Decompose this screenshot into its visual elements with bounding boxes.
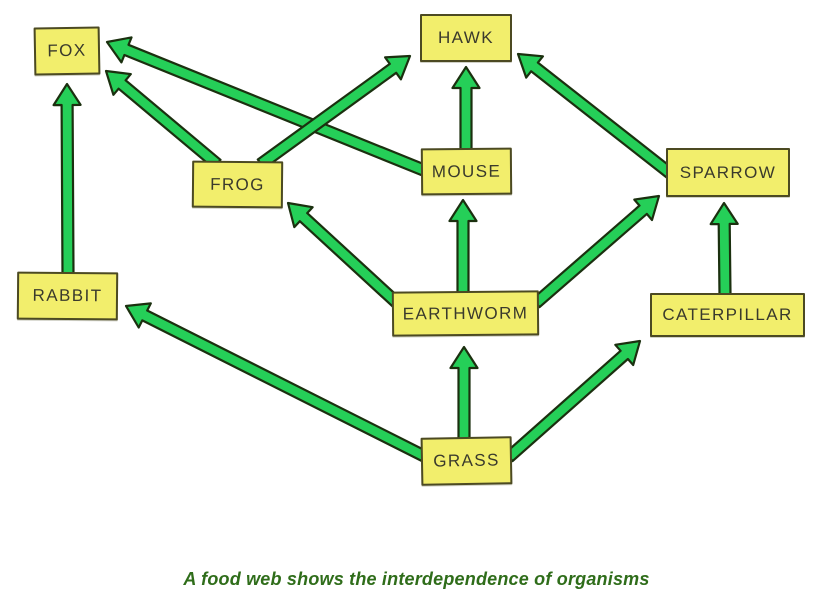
node-sparrow: SPARROW — [666, 148, 790, 197]
arrow-earthworm-to-sparrow — [531, 194, 661, 309]
arrow-grass-to-caterpillar — [504, 339, 642, 463]
node-label-fox: FOX — [47, 40, 87, 61]
node-rabbit: RABBIT — [16, 271, 119, 321]
node-label-mouse: MOUSE — [431, 161, 502, 181]
node-mouse: MOUSE — [420, 147, 513, 196]
node-label-frog: FROG — [210, 174, 265, 194]
node-label-caterpillar: CATERPILLAR — [662, 305, 793, 324]
arrow-earthworm-to-frog — [286, 201, 402, 309]
node-earthworm: EARTHWORM — [391, 290, 540, 337]
caption: A food web shows the interdependence of … — [183, 569, 650, 589]
arrow-frog-to-hawk — [256, 54, 412, 170]
arrow-mouse-to-hawk — [451, 65, 481, 152]
arrow-rabbit-to-fox — [52, 82, 82, 277]
node-grass: GRASS — [420, 436, 513, 486]
node-label-rabbit: RABBIT — [32, 285, 103, 306]
node-frog: FROG — [191, 160, 284, 209]
arrow-frog-to-fox — [104, 69, 222, 170]
arrow-grass-to-rabbit — [124, 302, 428, 462]
arrow-grass-to-earthworm — [449, 345, 479, 441]
node-label-sparrow: SPARROW — [679, 162, 777, 182]
arrow-sparrow-to-hawk — [516, 52, 676, 180]
node-caterpillar: CATERPILLAR — [650, 293, 805, 337]
arrow-earthworm-to-mouse — [448, 198, 478, 295]
node-hawk: HAWK — [420, 14, 512, 62]
node-label-grass: GRASS — [433, 450, 500, 471]
arrow-caterpillar-to-sparrow — [709, 201, 739, 297]
node-label-hawk: HAWK — [438, 28, 494, 47]
node-fox: FOX — [33, 26, 101, 76]
arrow-mouse-to-fox — [105, 36, 430, 178]
node-label-earthworm: EARTHWORM — [402, 302, 529, 324]
